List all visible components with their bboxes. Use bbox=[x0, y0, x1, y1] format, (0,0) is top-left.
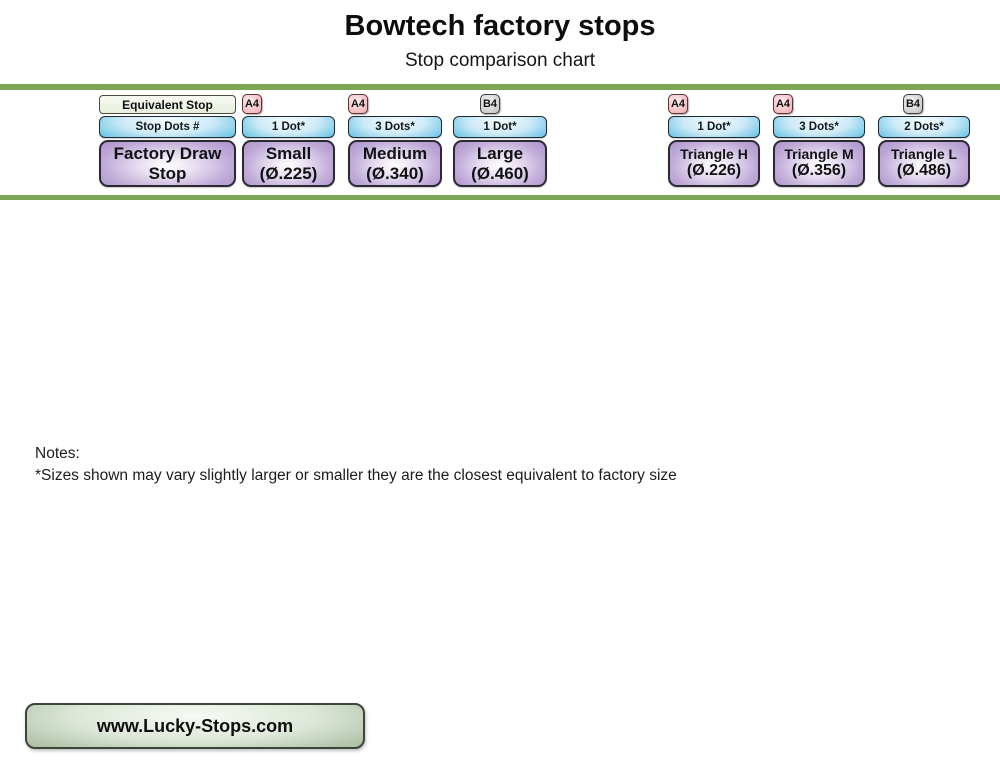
notes-heading: Notes: bbox=[35, 445, 80, 462]
stop-dots-cell: 2 Dots* bbox=[878, 116, 970, 138]
website-button[interactable]: www.Lucky-Stops.com bbox=[25, 703, 365, 749]
legend-column: Equivalent Stop Stop Dots # Factory Draw… bbox=[99, 94, 236, 189]
factory-draw-line2: Stop bbox=[148, 163, 187, 183]
stop-name: Small bbox=[265, 143, 312, 163]
stop-cell: Triangle H (Ø.226) bbox=[668, 140, 760, 187]
stop-size: (Ø.225) bbox=[259, 163, 318, 183]
notes-body: *Sizes shown may vary slightly larger or… bbox=[35, 467, 677, 484]
stop-size: (Ø.486) bbox=[896, 162, 952, 180]
equivalent-stop-header: Equivalent Stop bbox=[99, 95, 236, 114]
divider-bottom bbox=[0, 195, 1000, 200]
stop-tag-a4: A4 bbox=[348, 94, 368, 114]
stop-name: Triangle M bbox=[784, 146, 854, 163]
stop-dots-header: Stop Dots # bbox=[99, 116, 236, 138]
stop-tag-a4: A4 bbox=[668, 94, 688, 114]
factory-draw-line1: Factory Draw bbox=[113, 143, 222, 163]
stop-size: (Ø.356) bbox=[791, 162, 847, 180]
stop-dots-cell: 1 Dot* bbox=[453, 116, 547, 138]
stop-dots-cell: 1 Dot* bbox=[668, 116, 760, 138]
stop-dots-cell: 3 Dots* bbox=[773, 116, 865, 138]
stop-dots-cell: 3 Dots* bbox=[348, 116, 442, 138]
stop-name: Large bbox=[476, 143, 524, 163]
column-large: B4 1 Dot* Large (Ø.460) bbox=[453, 94, 547, 189]
stop-name: Triangle H bbox=[680, 146, 748, 163]
stop-size: (Ø.460) bbox=[471, 163, 529, 183]
column-small: A4 1 Dot* Small (Ø.225) bbox=[242, 94, 335, 189]
stop-cell: Small (Ø.225) bbox=[242, 140, 335, 187]
column-triangle-l: B4 2 Dots* Triangle L (Ø.486) bbox=[878, 94, 970, 189]
stop-name: Triangle L bbox=[890, 146, 958, 163]
stop-dots-cell: 1 Dot* bbox=[242, 116, 335, 138]
factory-draw-stop-header: Factory Draw Stop bbox=[99, 140, 236, 187]
divider-top bbox=[0, 84, 1000, 90]
stop-size: (Ø.226) bbox=[686, 162, 742, 180]
column-medium: A4 3 Dots* Medium (Ø.340) bbox=[348, 94, 442, 189]
stop-cell: Medium (Ø.340) bbox=[348, 140, 442, 187]
column-triangle-m: A4 3 Dots* Triangle M (Ø.356) bbox=[773, 94, 865, 189]
stop-tag-b4: B4 bbox=[903, 94, 923, 114]
stop-name: Medium bbox=[362, 143, 428, 163]
stop-cell: Triangle M (Ø.356) bbox=[773, 140, 865, 187]
notes-block: Notes: *Sizes shown may vary slightly la… bbox=[35, 443, 677, 487]
column-triangle-h: A4 1 Dot* Triangle H (Ø.226) bbox=[668, 94, 760, 189]
page-title: Bowtech factory stops bbox=[344, 10, 656, 42]
stop-size: (Ø.340) bbox=[366, 163, 424, 183]
stop-tag-a4: A4 bbox=[242, 94, 262, 114]
page-subtitle: Stop comparison chart bbox=[404, 50, 596, 71]
stop-cell: Large (Ø.460) bbox=[453, 140, 547, 187]
stop-cell: Triangle L (Ø.486) bbox=[878, 140, 970, 187]
stop-tag-b4: B4 bbox=[480, 94, 500, 114]
stop-tag-a4: A4 bbox=[773, 94, 793, 114]
